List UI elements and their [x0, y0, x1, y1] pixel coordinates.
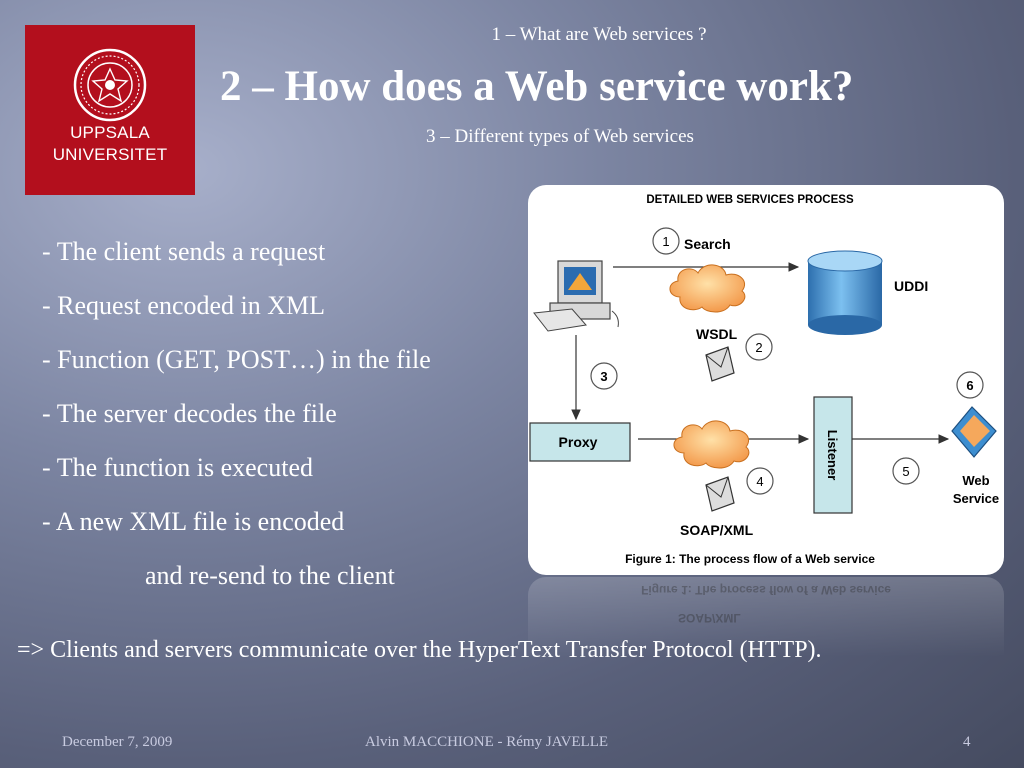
- footer-author: Alvin MACCHIONE - Rémy JAVELLE: [365, 734, 609, 750]
- conclusion-text: => Clients and servers communicate over …: [17, 637, 822, 663]
- university-seal-icon: [73, 48, 147, 122]
- step-1-number: 1: [662, 234, 669, 249]
- bullet-item: - Function (GET, POST…) in the file: [42, 345, 431, 374]
- step-3-number: 3: [600, 369, 607, 384]
- bullet-item: - The function is executed: [42, 453, 313, 482]
- bullet-item: - Request encoded in XML: [42, 291, 326, 320]
- logo-line-2: UNIVERSITET: [52, 145, 168, 164]
- step-2-number: 2: [755, 340, 762, 355]
- listener-box: [813, 396, 853, 514]
- toc-item-1: 1 – What are Web services ?: [491, 24, 707, 45]
- toc-item-3: 3 – Different types of Web services: [426, 126, 694, 147]
- soap-xml-label: SOAP/XML: [680, 522, 754, 538]
- step-6-number: 6: [966, 378, 973, 393]
- web-service-icon: [951, 406, 997, 458]
- footer-page-number: 4: [963, 734, 971, 750]
- bullet-list: - The client sends a request - Request e…: [42, 233, 431, 611]
- step-6-circle: [956, 371, 984, 399]
- web-label: Web: [962, 473, 989, 488]
- service-label: Service: [953, 491, 999, 506]
- step-5-circle: [892, 457, 920, 485]
- internet-cloud-icon: [673, 420, 750, 469]
- bullet-item: - A new XML file is encoded: [42, 507, 345, 536]
- wsdl-envelope-icon: [705, 346, 735, 382]
- proxy-label: Proxy: [559, 434, 598, 450]
- reflected-soap-label: SOAP/XML: [678, 611, 741, 625]
- soap-envelope-icon: [705, 476, 735, 512]
- step-5-number: 5: [902, 464, 909, 479]
- web-service-process-diagram: DETAILED WEB SERVICES PROCESS 1 Search: [528, 185, 1004, 575]
- wsdl-label: WSDL: [696, 326, 738, 342]
- proxy-box: [529, 422, 631, 462]
- reflected-caption: Figure 1: The process flow of a Web serv…: [641, 583, 891, 597]
- figure-reflection: Figure 1: The process flow of a Web serv…: [528, 577, 1004, 657]
- client-computer-icon: [533, 260, 619, 332]
- logo-line-1: UPPSALA: [70, 123, 150, 142]
- step-1-circle: [652, 227, 680, 255]
- step-4-number: 4: [756, 474, 763, 489]
- step-2-circle: [745, 333, 773, 361]
- uddi-label: UDDI: [894, 278, 928, 294]
- diagram-header: DETAILED WEB SERVICES PROCESS: [646, 194, 854, 206]
- bullet-item: - The client sends a request: [42, 237, 326, 266]
- step-3-circle: [590, 362, 618, 390]
- internet-cloud-icon: [669, 264, 746, 313]
- bullet-item: - The server decodes the file: [42, 399, 337, 428]
- search-label: Search: [684, 236, 731, 252]
- step-4-circle: [746, 467, 774, 495]
- uddi-database-icon: [807, 250, 883, 335]
- footer-date: December 7, 2009: [62, 734, 173, 750]
- figure-caption: Figure 1: The process flow of a Web serv…: [625, 552, 875, 566]
- university-logo: UPPSALA UNIVERSITET: [25, 25, 195, 195]
- listener-label: Listener: [825, 430, 840, 481]
- slide-title: 2 – How does a Web service work?: [220, 63, 854, 110]
- bullet-item-continuation: and re-send to the client: [145, 561, 395, 590]
